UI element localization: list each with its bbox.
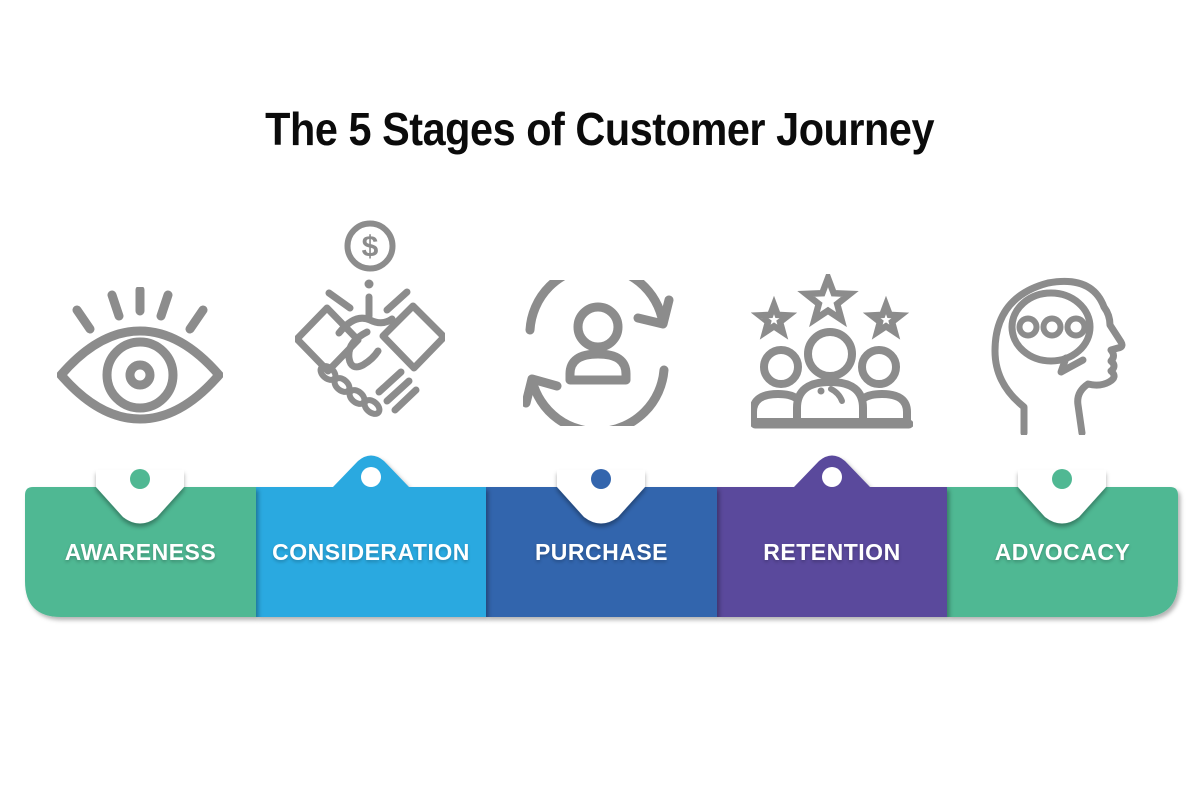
spark-rays xyxy=(325,288,411,320)
stage-dot-purchase xyxy=(591,469,611,489)
clasped-hands-top xyxy=(335,314,396,337)
stage-segment-purchase xyxy=(486,487,717,617)
notch-purchase xyxy=(557,470,645,524)
person-center-body xyxy=(793,378,867,426)
speech-bubble xyxy=(1008,289,1094,365)
stage-label-advocacy: ADVOCACY xyxy=(994,538,1131,565)
person-body xyxy=(565,349,631,385)
handshake-dollar-icon: $ xyxy=(295,220,445,425)
stage-dot-awareness xyxy=(130,469,150,489)
person-head xyxy=(573,302,623,352)
lapel-dot xyxy=(817,387,825,395)
dollar-symbol: $ xyxy=(362,231,379,264)
bubble-dot-1 xyxy=(1016,315,1040,339)
star-left xyxy=(751,295,798,340)
thumb-hook xyxy=(345,328,382,371)
cycle-arrowhead-right xyxy=(633,295,674,329)
spark-dot xyxy=(364,279,374,289)
stage-dot-advocacy xyxy=(1052,469,1072,489)
right-sleeve xyxy=(379,302,445,372)
stage-label-awareness: AWARENESS xyxy=(64,538,217,565)
left-sleeve xyxy=(295,304,362,375)
bubble-dot-3 xyxy=(1064,315,1088,339)
head-profile xyxy=(991,277,1126,435)
star-center xyxy=(797,274,859,328)
eye-pupil xyxy=(125,360,155,390)
customer-rating-icon xyxy=(751,274,913,434)
page-title-text: The 5 Stages of Customer Journey xyxy=(265,103,935,155)
person-right-head xyxy=(858,346,900,388)
stage-dot-retention xyxy=(822,467,842,487)
bubble-dot-2 xyxy=(1040,315,1064,339)
word-of-mouth-icon xyxy=(988,277,1130,435)
stage-segment-advocacy xyxy=(947,487,1178,617)
person-left-head xyxy=(760,346,802,388)
stage-segment-awareness xyxy=(25,487,256,617)
eye-iris xyxy=(102,337,178,413)
cycle-arrowhead-left xyxy=(523,374,562,408)
eye-lashes xyxy=(72,287,208,334)
stage-segment-retention xyxy=(717,455,947,617)
repeat-customer-icon xyxy=(523,280,683,426)
page-title: The 5 Stages of Customer Journey xyxy=(0,102,1200,156)
stage-label-consideration: CONSIDERATION xyxy=(272,538,470,565)
notch-advocacy xyxy=(1018,470,1106,524)
star-right xyxy=(862,295,910,340)
stage-dot-consideration xyxy=(361,467,381,487)
speech-bubble-tail xyxy=(1057,354,1087,376)
knuckle-4 xyxy=(361,397,383,417)
finger-strokes xyxy=(375,368,420,414)
cycle-arc-top xyxy=(525,280,668,335)
person-center-head xyxy=(804,328,856,380)
lapel-stroke xyxy=(828,386,845,404)
stage-label-retention: RETENTION xyxy=(763,538,901,565)
notch-awareness xyxy=(96,470,184,524)
eye-icon xyxy=(57,287,223,424)
stage-label-purchase: PURCHASE xyxy=(534,538,669,565)
stage-segment-consideration xyxy=(256,455,486,617)
journey-band xyxy=(25,455,1178,617)
eye-outline xyxy=(57,326,223,424)
dollar-coin xyxy=(344,220,396,272)
cycle-arc-bottom xyxy=(527,365,669,426)
